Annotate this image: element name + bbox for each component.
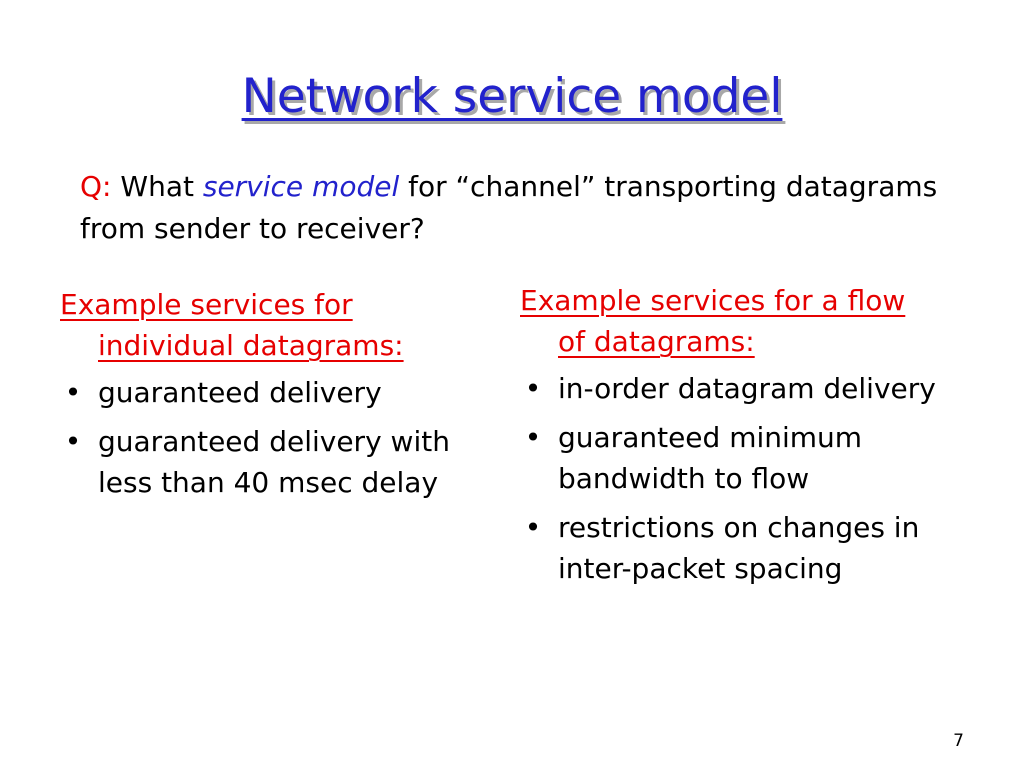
left-column: Example services for individual datagram… [60, 284, 480, 511]
question-label: Q: [80, 170, 112, 203]
list-item-text: guaranteed delivery [98, 376, 382, 409]
question-emphasis: service model [202, 170, 400, 203]
list-item: • restrictions on changes in inter-packe… [520, 507, 940, 589]
list-item-text: in-order datagram delivery [558, 372, 936, 405]
list-item-text: guaranteed minimum bandwidth to flow [558, 421, 863, 495]
bullet-icon: • [524, 421, 542, 454]
question-text-after: for “channel” transporting datagrams fro… [80, 170, 938, 245]
question-text-before: What [111, 170, 203, 203]
list-item: • guaranteed delivery with less than 40 … [60, 421, 480, 503]
question-text: Q: What service model for “channel” tran… [80, 166, 960, 250]
right-column: Example services for a flow of datagrams… [520, 280, 940, 597]
bullet-icon: • [524, 511, 542, 544]
bullet-icon: • [64, 376, 82, 409]
list-item-text: restrictions on changes in inter-packet … [558, 511, 920, 585]
list-item: • in-order datagram delivery [520, 368, 940, 409]
list-item: • guaranteed minimum bandwidth to flow [520, 417, 940, 499]
left-column-heading: Example services for individual datagram… [60, 288, 404, 362]
bullet-icon: • [64, 425, 82, 458]
bullet-icon: • [524, 372, 542, 405]
right-bullet-list: • in-order datagram delivery • guarantee… [520, 368, 940, 589]
slide-title: Network service model [241, 69, 783, 124]
list-item-text: guaranteed delivery with less than 40 ms… [98, 425, 450, 499]
list-item: • guaranteed delivery [60, 372, 480, 413]
right-column-heading: Example services for a flow of datagrams… [520, 284, 906, 358]
page-number: 7 [953, 731, 964, 751]
left-bullet-list: • guaranteed delivery • guaranteed deliv… [60, 372, 480, 503]
